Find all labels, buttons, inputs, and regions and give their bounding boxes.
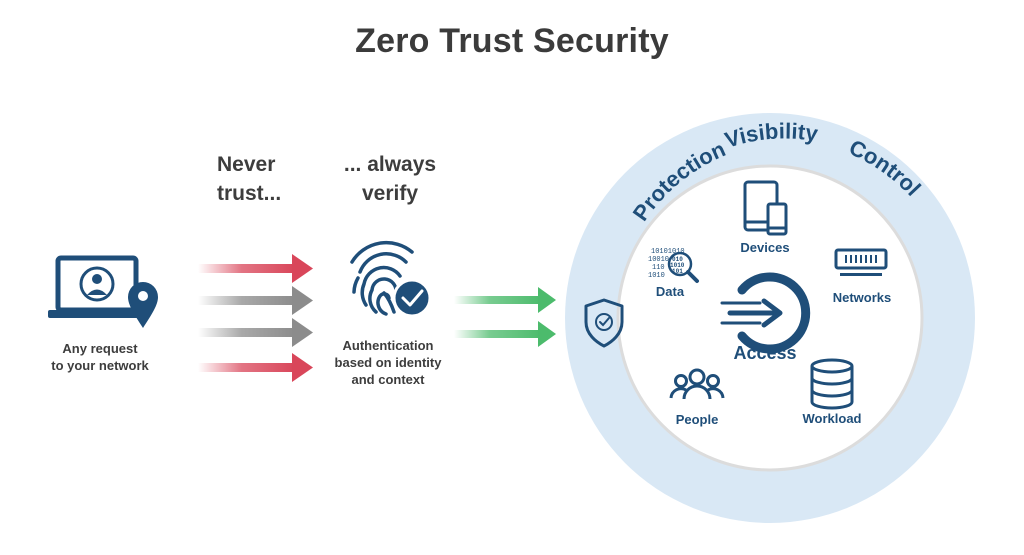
pillar-people-label: People [675,412,719,427]
request-label-line2: to your network [51,358,149,373]
database-icon [810,358,854,410]
arrow-gray-lower [198,318,313,347]
arrow-green-top [454,287,556,313]
svg-text:10010: 10010 [648,256,669,264]
svg-text:10101010: 10101010 [651,248,685,256]
arrow-red-bottom [198,353,313,382]
request-label-line1: Any request [62,341,138,356]
pillar-devices-label: Devices [740,240,790,255]
never-trust-label: Never trust... [217,150,337,208]
network-switch-icon [834,248,888,276]
request-label: Any request to your network [40,340,160,374]
never-line2: trust... [217,182,282,205]
page-title: Zero Trust Security [355,22,669,60]
shield-check-icon [584,298,624,348]
arrow-gray-upper [198,286,313,315]
people-icon [669,368,725,400]
svg-text:101: 101 [672,268,683,275]
pillar-data-label: Data [655,284,685,299]
svg-text:010: 010 [672,256,683,263]
always-verify-label: ... always verify [330,150,450,208]
svg-text:1010: 1010 [648,272,665,280]
access-icon [720,272,811,354]
always-line1: ... always [343,153,437,176]
check-badge-icon [392,278,432,318]
always-line2: verify [361,182,419,205]
auth-line1: Authentication [342,338,434,353]
laptop-user-icon [48,255,146,318]
data-binary-icon: 10101010 10010 110 1010 [648,248,685,280]
arrow-red-top [198,254,313,283]
auth-line3: and context [351,372,425,387]
pillar-access-label: Access [733,343,797,363]
pillar-workload-label: Workload [802,411,862,426]
pillar-networks-label: Networks [832,290,892,305]
svg-text:110: 110 [652,264,665,272]
never-line1: Never [217,153,276,176]
devices-icon [743,180,788,236]
arrow-green-bottom [454,321,556,347]
location-pin-icon [128,282,158,328]
auth-line2: based on identity [334,355,442,370]
svg-text:1010: 1010 [670,262,685,269]
magnifier-icon: 010 1010 101 [667,251,699,283]
auth-label: Authentication based on identity and con… [318,337,458,388]
